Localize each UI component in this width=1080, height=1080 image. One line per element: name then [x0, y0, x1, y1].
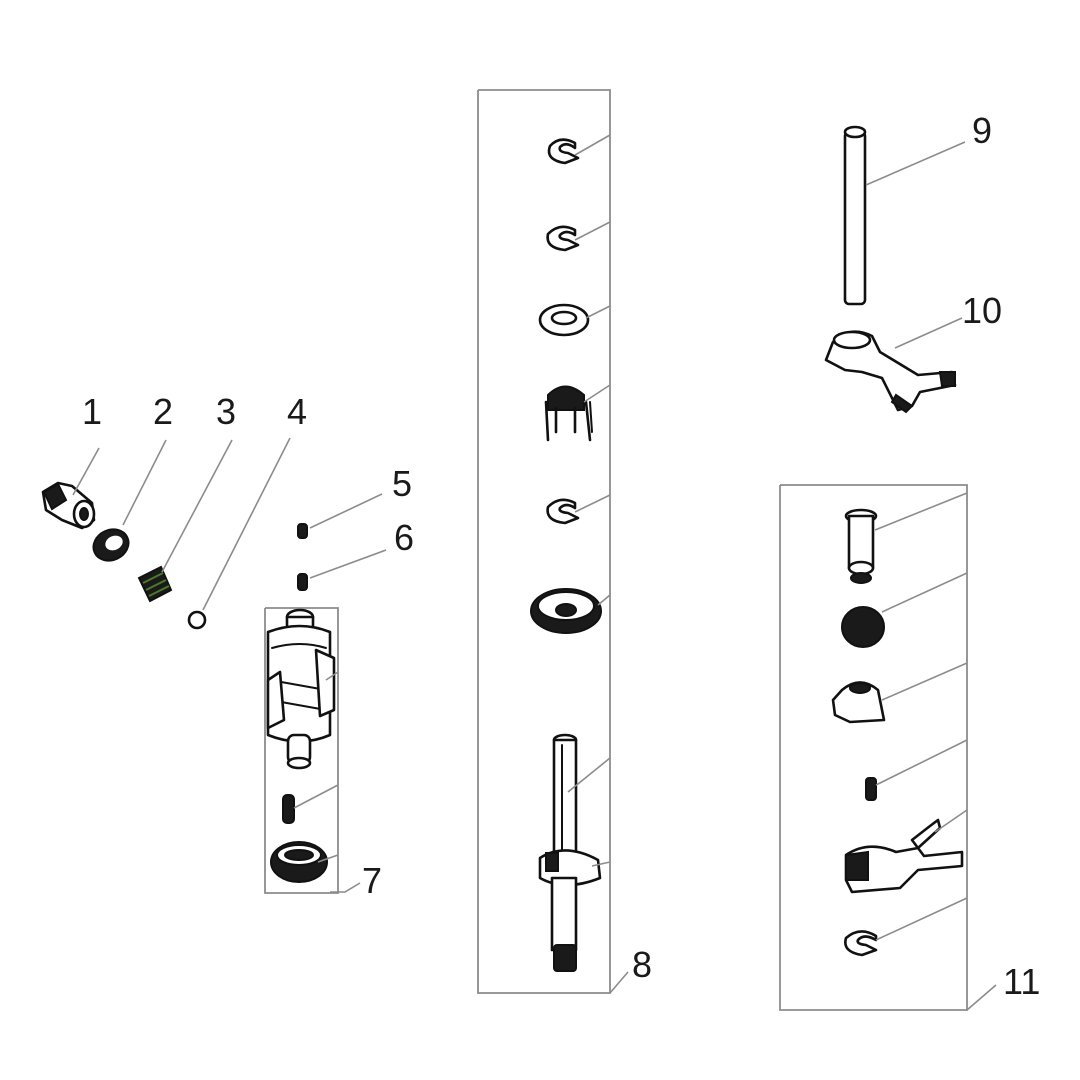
- leader-10: [894, 317, 963, 349]
- callout-9: 9: [972, 110, 992, 151]
- leader-8b: [574, 221, 611, 241]
- leader-9: [865, 141, 966, 186]
- callout-10: 10: [962, 290, 1002, 331]
- part-4-ball: [187, 610, 207, 630]
- callout-6: 6: [394, 517, 414, 558]
- leader-8h: [591, 861, 611, 867]
- leader-8a: [574, 134, 611, 156]
- leader-8: [609, 971, 629, 994]
- leader-4: [202, 437, 291, 611]
- part-8-shift-shaft-assembly: [530, 138, 602, 972]
- callout-1: 1: [82, 391, 102, 432]
- leader-7b: [317, 854, 339, 863]
- leader-8f: [597, 594, 611, 606]
- part-6-pin: [297, 573, 308, 591]
- leader-3: [161, 439, 233, 573]
- leader-11a: [874, 492, 968, 531]
- leader-8c: [585, 305, 611, 319]
- part-10-shift-fork: [824, 330, 957, 414]
- leader-7c: [325, 671, 339, 681]
- part-7-shift-drum: [266, 608, 336, 883]
- callout-5: 5: [392, 463, 412, 504]
- leader-11c: [881, 662, 968, 701]
- part-1-cap: [41, 481, 96, 530]
- leader-2: [122, 439, 167, 526]
- part-3-spring: [137, 565, 173, 603]
- callout-8: 8: [632, 944, 652, 985]
- leader-7a: [293, 784, 339, 809]
- leader-6: [309, 549, 387, 579]
- leader-11b: [881, 572, 968, 613]
- callout-11: 11: [1003, 961, 1040, 1002]
- part-2-washer: [92, 528, 130, 562]
- leader-8e: [574, 494, 611, 513]
- part-11-shift-fork-assembly: [831, 508, 964, 957]
- leader-11: [966, 984, 997, 1011]
- part-9-rod: [843, 125, 867, 306]
- callout-7: 7: [362, 860, 382, 901]
- leader-11f: [875, 897, 968, 941]
- callout-4: 4: [287, 391, 307, 432]
- leader-11d: [875, 739, 968, 786]
- leader-8d: [583, 384, 611, 403]
- leader-5: [309, 493, 383, 529]
- leader-8g: [567, 757, 611, 793]
- part-5-pin: [297, 523, 308, 539]
- leader-1: [72, 447, 100, 496]
- leader-7: [330, 882, 361, 893]
- leader-11e: [934, 809, 968, 833]
- callout-2: 2: [153, 391, 173, 432]
- callout-3: 3: [216, 391, 236, 432]
- group-box-7: [264, 607, 339, 894]
